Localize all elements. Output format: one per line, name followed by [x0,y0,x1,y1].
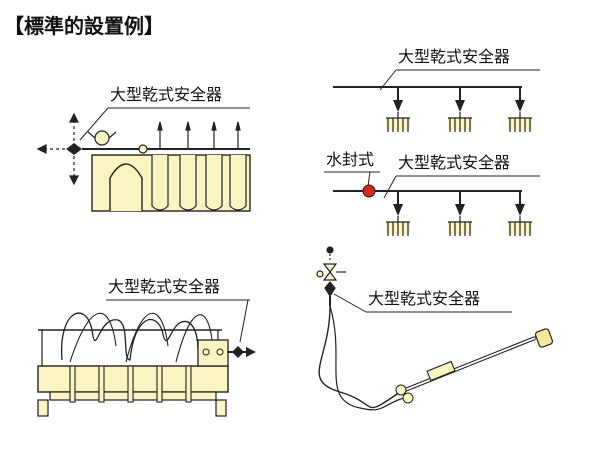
outlets-row-2 [386,191,532,236]
burner-nozzles [69,365,192,403]
label-water-seal: 水封式 [326,150,374,169]
outlet-unit [508,191,532,236]
safety-device-5 [316,246,346,306]
panel-torch-installation: 大型乾式安全器 [316,246,554,411]
outlet-unit [448,87,472,132]
outlet-unit [386,191,410,236]
oven-equipment [87,121,251,212]
outlet-unit [386,87,410,132]
control-box [197,339,229,367]
panel-oven-installation: 大型乾式安全器 [36,85,251,212]
panel-conveyor-installation: 大型乾式安全器 [37,277,256,417]
panel-water-seal-installation: 水封式 大型乾式安全器 [324,150,540,236]
water-seal-device [362,184,376,198]
direction-arrows [36,112,79,186]
label-safety-device-5: 大型乾式安全器 [368,289,480,308]
safety-device-4 [228,346,256,358]
coil [61,312,201,363]
outlet-unit [448,191,472,236]
label-safety-device-3: 大型乾式安全器 [398,153,510,172]
outlet-unit [508,87,532,132]
label-safety-device-4: 大型乾式安全器 [108,277,220,296]
page-title: 【標準的設置例】 [4,14,164,38]
panel-manifold-installation: 大型乾式安全器 [333,47,540,132]
label-safety-device-2: 大型乾式安全器 [398,47,510,66]
burner-tip [534,328,554,348]
hose [318,305,401,409]
outlets-row-1 [386,87,532,132]
label-safety-device-1: 大型乾式安全器 [110,85,222,104]
torch-lance [395,328,554,404]
